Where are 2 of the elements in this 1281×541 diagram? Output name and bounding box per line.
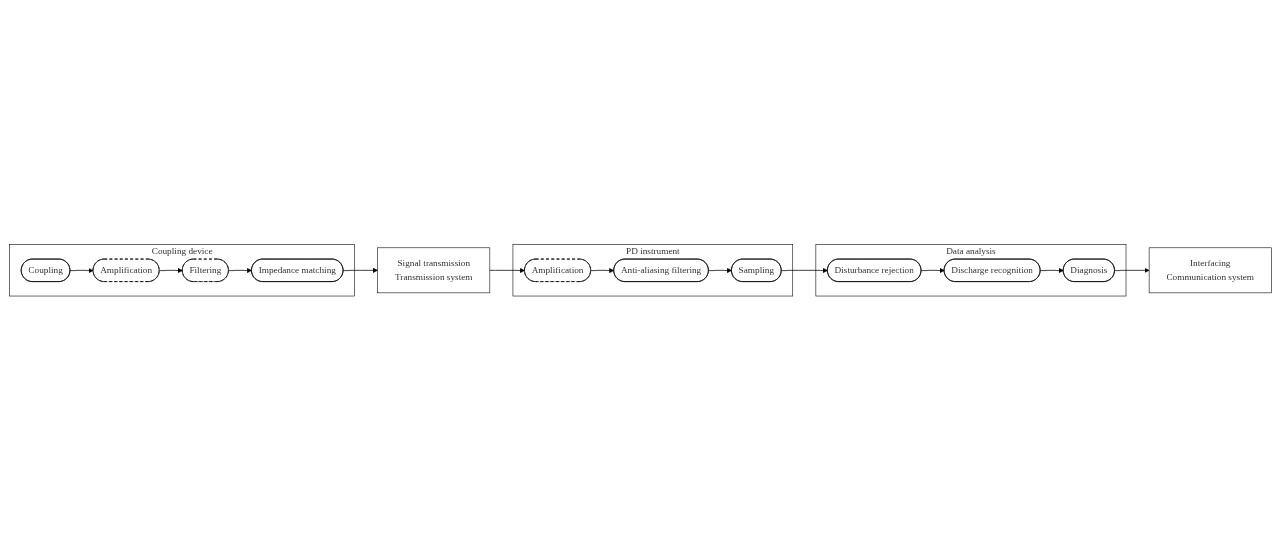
node-box: Signal transmission Transmission system <box>377 247 491 294</box>
node-box: Interfacing Communication system <box>1148 247 1272 294</box>
